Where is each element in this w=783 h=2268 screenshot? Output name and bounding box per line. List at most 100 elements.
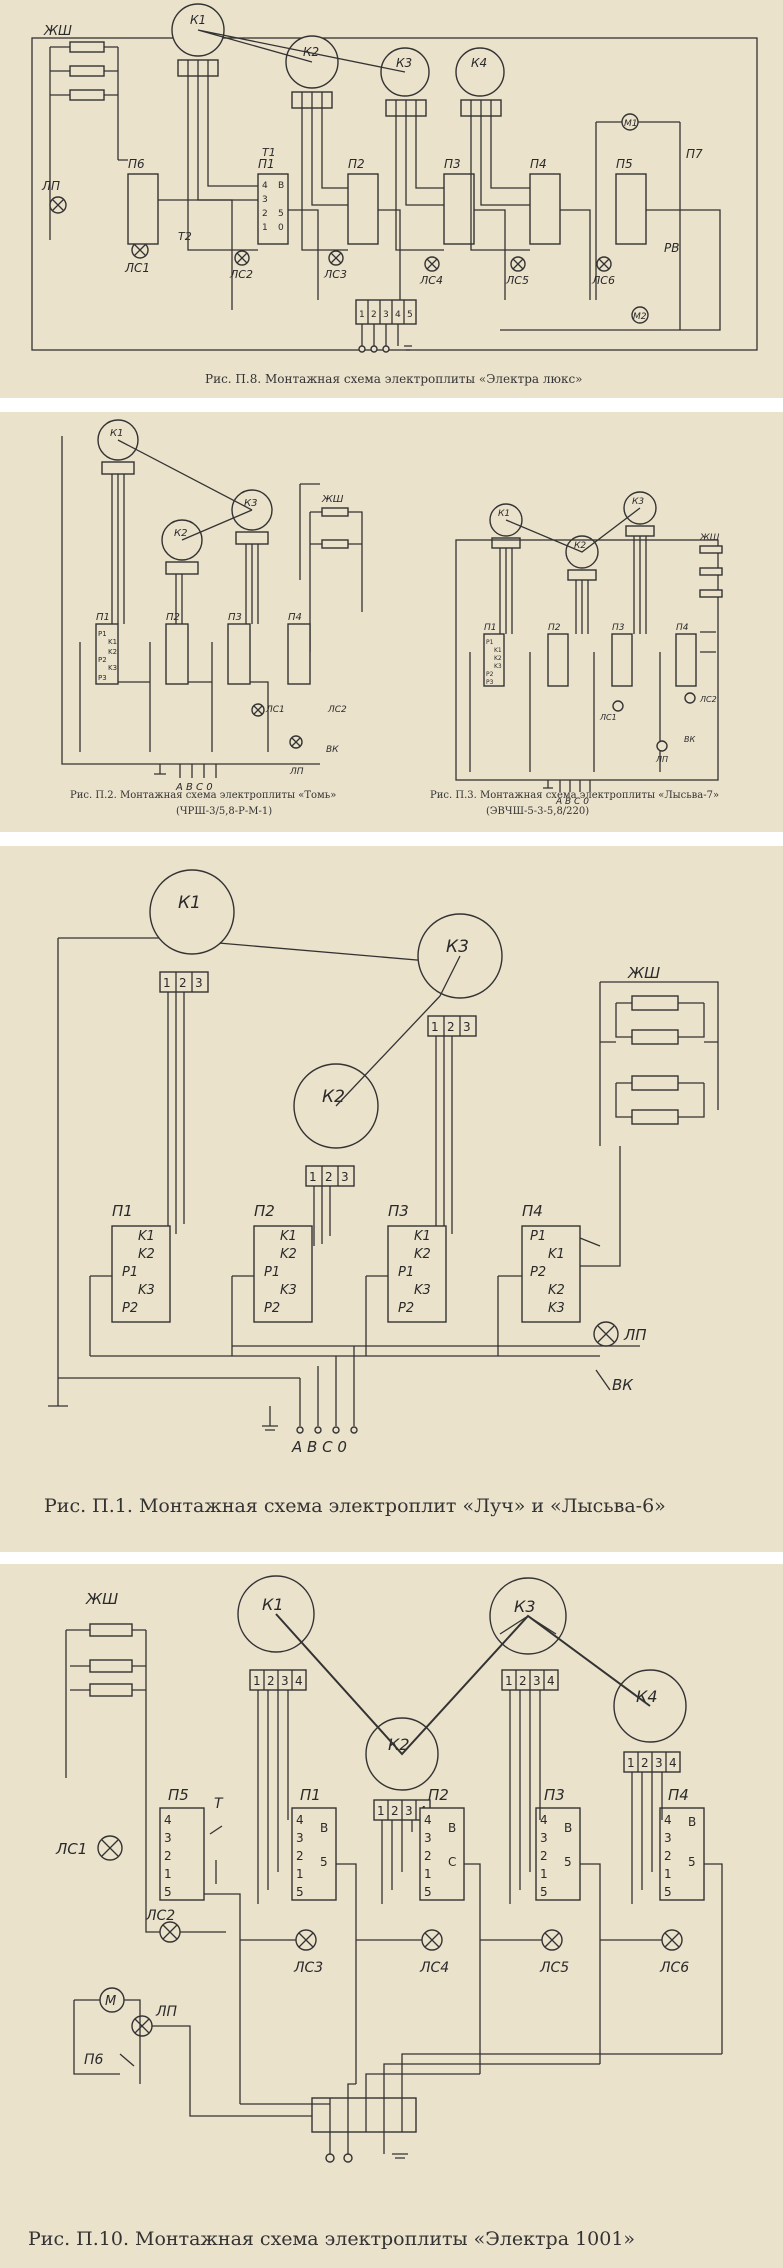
svg-text:5: 5 [424,1885,432,1899]
svg-text:P1: P1 [264,1265,280,1280]
label-lamp: ЛП [155,2004,178,2020]
svg-text:2: 2 [664,1849,672,1863]
svg-text:P1: P1 [530,1229,546,1244]
caption-p10: Рис. П.10. Монтажная схема электроплиты … [28,2228,636,2250]
svg-text:3: 3 [533,1674,541,1688]
svg-text:P2: P2 [530,1265,546,1280]
svg-text:K1: K1 [280,1229,297,1244]
burner-k3: К3 [380,47,430,117]
frame [31,37,758,351]
burner-k2: К2 1 2 3 4 [365,1717,439,1821]
burner-k2: К2 [161,519,203,575]
label-oven-heater: ЖШ [321,494,344,505]
svg-text:K2: K2 [494,655,502,662]
burner-k3: К3 [623,491,657,537]
svg-text:5: 5 [164,1885,172,1899]
svg-text:К3: К3 [446,937,469,957]
svg-text:1: 1 [253,1674,261,1688]
label-lamp: ЛП [655,755,668,764]
label-aux-switch: П6 [84,2052,104,2068]
lamps-row: ЛС3 ЛС4 ЛС5 ЛС6 [293,1929,689,1976]
burner-k4: К4 [455,47,505,117]
lamp-icon [656,740,668,752]
schematic-p2: К1 К2 К3 ЖШ П1 П2 П3 П4 P1 [61,419,723,807]
caption-p1: Рис. П.1. Монтажная схема электроплит «Л… [44,1495,666,1517]
label-thermo-switch: ВК [684,735,695,744]
svg-text:4: 4 [395,310,401,320]
label-oven-heater: ЖШ [627,964,660,982]
svg-text:K3: K3 [494,663,502,670]
burner-k3: К3 1 2 3 [417,913,503,1037]
label-rv: РВ [664,241,679,255]
svg-text:3: 3 [655,1756,663,1770]
svg-text:3: 3 [405,1804,413,1818]
figure-p8: ЖШ ЛП ЛС1 К1 К2 К3 [0,0,783,398]
switch-p6: П6 [127,157,159,245]
svg-text:3: 3 [262,195,268,205]
label-terminals: А В С 0 [555,797,589,807]
svg-text:K2: K2 [280,1247,297,1262]
label-motor: М [105,1994,116,2009]
svg-text:4: 4 [669,1756,677,1770]
svg-text:1: 1 [359,310,365,320]
svg-text:1: 1 [627,1756,635,1770]
label-lamp: ЛС1 [55,1840,87,1858]
svg-text:2: 2 [179,976,187,990]
svg-text:5: 5 [320,1855,328,1869]
svg-text:K3: K3 [414,1283,431,1298]
svg-text:K3: K3 [280,1283,297,1298]
switch-p4: П4 4 В 3 2 5 1 5 [659,1786,705,1901]
svg-text:4: 4 [296,1813,304,1827]
svg-text:K1: K1 [138,1229,155,1244]
svg-text:5: 5 [407,310,413,320]
svg-text:4: 4 [262,181,268,191]
svg-text:1: 1 [309,1170,317,1184]
svg-text:2: 2 [447,1020,455,1034]
svg-text:П4: П4 [530,157,547,171]
switch-p2: П2 [347,157,379,245]
label-oven-heater: ЖШ [43,24,72,39]
svg-text:P2: P2 [398,1301,414,1316]
svg-text:П1: П1 [300,1786,321,1804]
burner-k4: К4 1 2 3 4 [613,1669,687,1773]
svg-text:П1: П1 [484,623,497,633]
svg-text:К3: К3 [244,498,257,509]
svg-text:3: 3 [540,1831,548,1845]
burner-k1: К1 [171,3,225,77]
label-lamp: ЛС2 [145,1908,175,1924]
svg-text:ЛС2: ЛС2 [229,268,253,281]
svg-text:2: 2 [267,1674,275,1688]
label-lamp: ЛП [41,179,60,193]
svg-text:P1: P1 [486,639,494,646]
heater-element [69,89,105,101]
label-thermostat: Т1 [262,146,276,159]
svg-text:K1: K1 [494,647,502,654]
svg-text:К3: К3 [632,497,644,507]
svg-text:2: 2 [424,1849,432,1863]
svg-text:ЛС5: ЛС5 [505,274,529,287]
svg-text:3: 3 [296,1831,304,1845]
svg-text:1: 1 [262,223,268,233]
svg-text:K1: K1 [414,1229,431,1244]
svg-text:П5: П5 [168,1786,189,1804]
svg-text:0: 0 [278,223,284,233]
label-motor: М1 [624,119,638,129]
label-thermo-switch: ВК [326,745,339,755]
switch-p5: П5 4 3 2 1 5 [159,1786,205,1901]
svg-text:К3: К3 [514,1597,536,1616]
svg-text:К1: К1 [110,428,123,439]
svg-text:П3: П3 [444,157,461,171]
svg-text:K2: K2 [138,1247,155,1262]
terminal-block: 1 2 3 4 5 [355,299,417,353]
svg-text:П3: П3 [228,612,242,623]
svg-text:В: В [688,1815,696,1829]
svg-text:ЛС4: ЛС4 [419,274,443,287]
svg-text:ЛС3: ЛС3 [293,1960,323,1976]
svg-text:3: 3 [383,310,389,320]
figure-p2-p3: К1 К2 К3 ЖШ П1 П2 П3 П4 P1 [0,412,783,832]
caption-p3-line1: Рис. П.3. Монтажная схема электроплиты «… [430,790,720,801]
svg-text:П5: П5 [616,157,633,171]
switch-p3: П3 4 В 3 2 5 1 5 [535,1786,581,1901]
svg-text:ЛС6: ЛС6 [591,274,615,287]
svg-text:К1: К1 [190,13,206,27]
